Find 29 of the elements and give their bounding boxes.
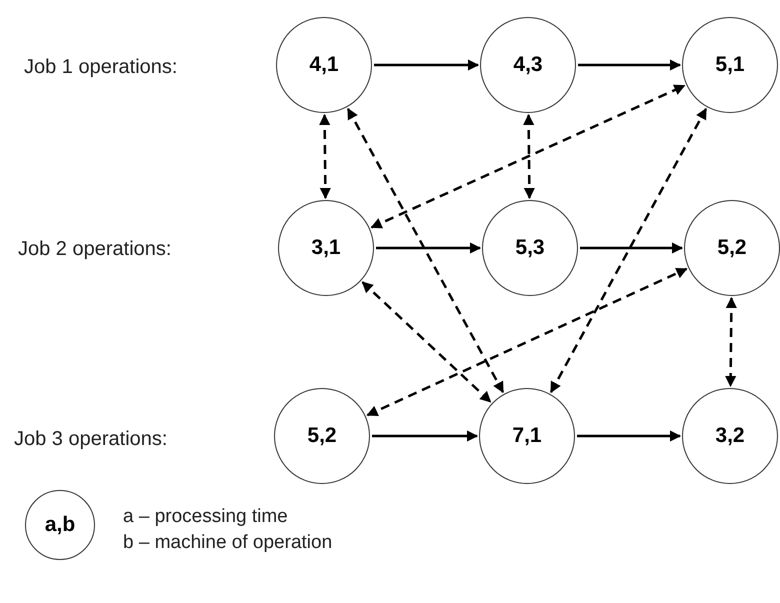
- row-label: Job 3 operations:: [14, 427, 168, 452]
- operation-label: 5,3: [515, 235, 545, 262]
- arrow: [346, 108, 504, 394]
- arrow: [362, 281, 492, 403]
- arrow: [372, 430, 478, 442]
- arrow: [580, 242, 684, 254]
- arrow: [550, 108, 708, 394]
- legend-text: a – processing time: [123, 505, 289, 529]
- arrow: [577, 430, 682, 442]
- operation-label: 3,2: [715, 423, 745, 450]
- operation-label: 5,2: [307, 423, 337, 450]
- arrow: [366, 268, 688, 416]
- arrow: [578, 59, 682, 71]
- arrow: [523, 114, 535, 200]
- row-label: Job 1 operations:: [24, 55, 178, 80]
- operation-label: 4,1: [309, 52, 339, 78]
- arrow: [376, 242, 482, 254]
- operation-label: 3,1: [311, 235, 341, 262]
- operation-label: 5,2: [717, 235, 747, 262]
- operation-label: 5,1: [715, 52, 745, 78]
- arrow: [374, 59, 480, 71]
- arrow: [725, 296, 737, 388]
- arrow: [370, 84, 686, 228]
- row-label: Job 2 operations:: [18, 237, 172, 262]
- arrow: [319, 114, 331, 200]
- operation-label: 7,1: [512, 423, 542, 450]
- legend-text: b – machine of operation: [123, 531, 332, 555]
- operation-label: 4,3: [513, 52, 543, 78]
- operation-label: a,b: [44, 512, 76, 538]
